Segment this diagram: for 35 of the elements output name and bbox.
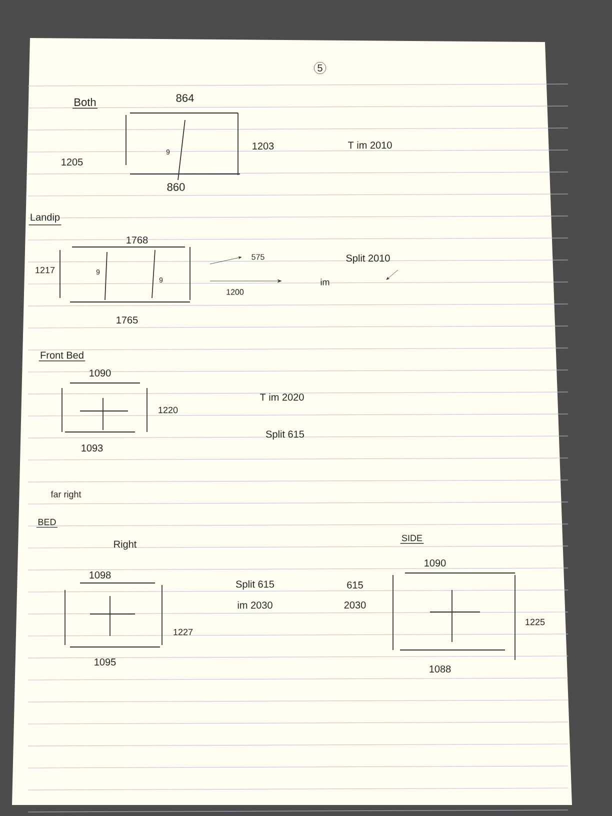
handwritten-label: 864 <box>176 94 194 102</box>
handwritten-label: far right <box>50 490 82 500</box>
handwritten-label: 1205 <box>62 158 83 166</box>
handwritten-label: 1095 <box>94 658 116 666</box>
handwritten-label: 860 <box>167 183 185 191</box>
handwritten-label: 575 <box>252 254 264 260</box>
handwritten-label: 5 <box>314 62 326 74</box>
handwritten-label: Right <box>114 540 137 550</box>
handwritten-label: im <box>320 278 330 286</box>
handwritten-label: T im 2020 <box>260 393 304 401</box>
handwritten-label: Both <box>74 98 96 106</box>
handwritten-label: Front Bed <box>40 351 84 359</box>
handwritten-label: im 2030 <box>238 601 272 609</box>
handwritten-label: SIDE <box>402 534 422 542</box>
handwritten-label: 1098 <box>90 571 111 579</box>
handwritten-label: T im 2010 <box>348 141 392 149</box>
handwritten-label: 1088 <box>430 665 451 673</box>
handwritten-label: 1768 <box>126 236 148 244</box>
handwritten-label: 2030 <box>344 601 366 609</box>
handwritten-label: 1093 <box>82 444 103 452</box>
handwritten-label: Landip <box>30 213 60 223</box>
handwritten-label: 1227 <box>174 628 193 636</box>
handwritten-label: BED <box>38 518 56 526</box>
handwritten-label: 1203 <box>252 142 274 150</box>
handwritten-label: 1200 <box>226 289 244 295</box>
handwritten-label: Split 2010 <box>346 254 390 264</box>
handwritten-label: 1225 <box>526 618 545 626</box>
handwritten-label: 1090 <box>90 369 111 377</box>
handwritten-label: 615 <box>347 581 363 589</box>
handwritten-label: 1217 <box>36 266 55 274</box>
handwritten-label: 1765 <box>116 316 138 324</box>
handwritten-label: Split 615 <box>236 580 274 590</box>
handwritten-label: 1220 <box>158 406 178 414</box>
handwritten-label: 1090 <box>424 559 446 567</box>
handwritten-label: Split 615 <box>266 430 304 440</box>
